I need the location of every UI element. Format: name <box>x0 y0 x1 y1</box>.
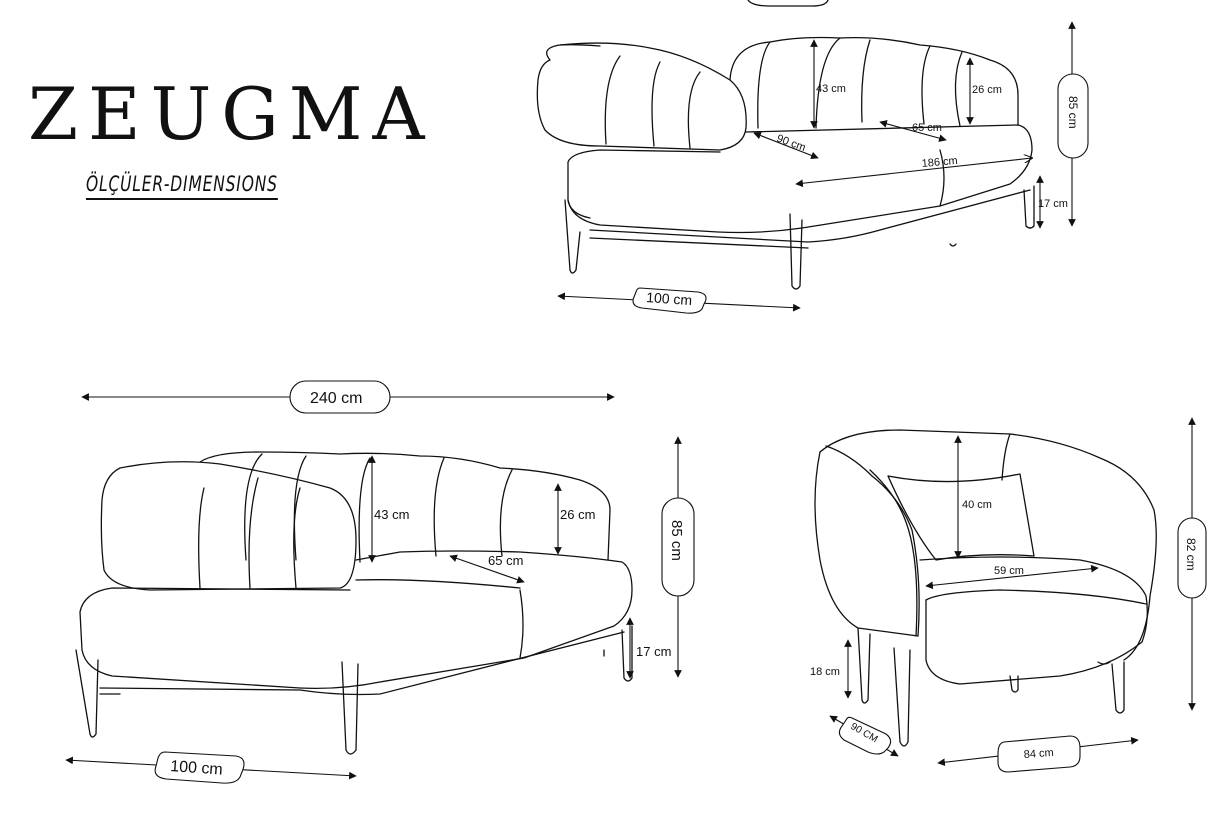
sofa-top-back-height-label: 43 cm <box>816 83 846 95</box>
sofa-bottom-total-height-label: 85 cm <box>668 520 685 561</box>
armchair-dimensions <box>829 417 1207 773</box>
sofa-bottom-depth-label: 100 cm <box>170 758 224 779</box>
armchair-leg-height-label: 18 cm <box>810 666 840 678</box>
sofa-top-arm-height-label: 26 cm <box>972 84 1002 96</box>
brand-name: ZEUGMA <box>28 72 435 156</box>
sofa-bottom-drawing <box>75 451 633 755</box>
sofa-top-dimensions <box>557 21 1089 314</box>
armchair-seat-width-label: 59 cm <box>994 565 1024 577</box>
armchair-width-label: 84 cm <box>1023 747 1054 761</box>
sofa-top-seat-width-label: 65 cm <box>912 122 942 134</box>
sofa-top-labels: 43 cm 26 cm 85 cm 90 cm 65 cm 186 cm 17 … <box>646 83 1080 308</box>
sofa-top-seat-depth-label: 90 cm <box>775 133 807 155</box>
armchair-back-height-label: 40 cm <box>962 499 992 511</box>
sofa-bottom-dimensions <box>65 380 695 784</box>
sofa-top-total-height-label: 85 cm <box>1066 96 1080 129</box>
sofa-bottom-labels: 240 cm 43 cm 26 cm 65 cm 85 cm 17 cm 100… <box>170 390 685 779</box>
sofa-bottom-seat-width-label: 65 cm <box>488 553 523 568</box>
sofa-bottom-width-label: 240 cm <box>310 390 362 407</box>
sofa-bottom-arm-height-label: 26 cm <box>560 507 595 522</box>
sofa-bottom-back-height-label: 43 cm <box>374 507 409 522</box>
armchair-total-height-label: 82 cm <box>1184 538 1198 571</box>
sofa-bottom-leg-height-label: 17 cm <box>636 644 671 659</box>
sofa-top-depth-label: 100 cm <box>646 289 693 308</box>
brand-subtitle: ÖLÇÜLER-DIMENSIONS <box>86 172 278 200</box>
sofa-top-leg-height-label: 17 cm <box>1038 198 1068 210</box>
sofa-top-length-label: 186 cm <box>921 155 958 170</box>
armchair-drawing <box>814 429 1157 747</box>
